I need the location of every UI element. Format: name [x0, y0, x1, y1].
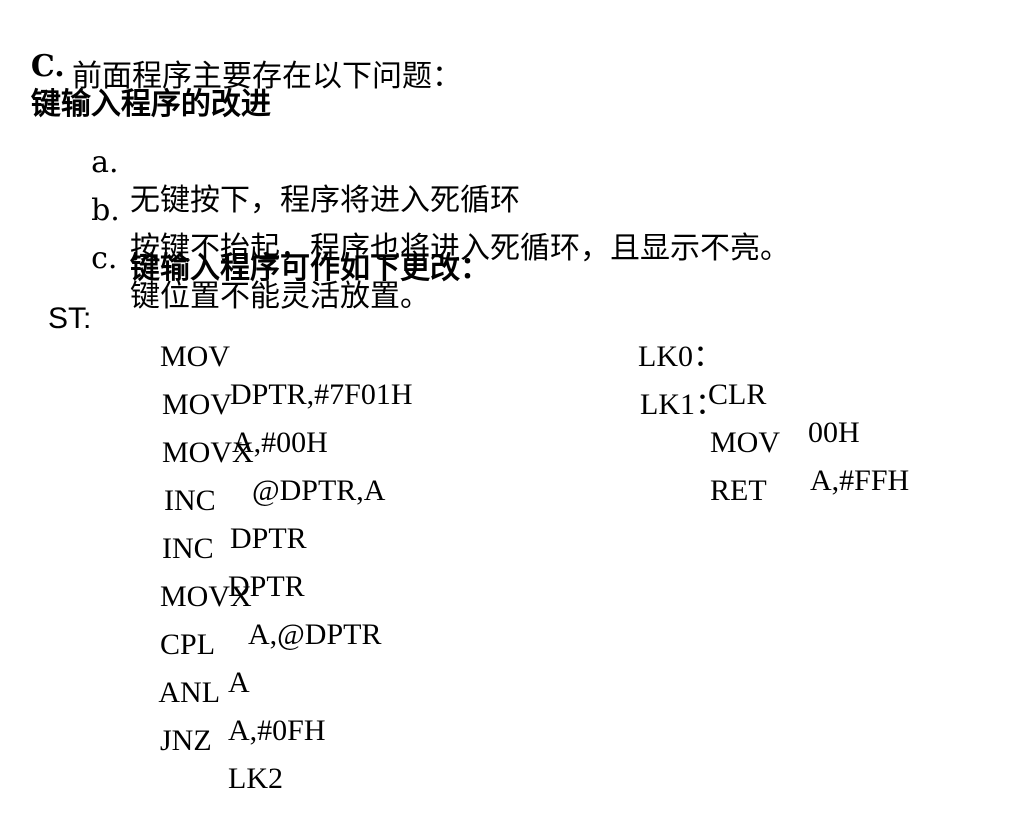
- code-line: RET: [610, 396, 767, 586]
- code-opcode: MOV: [160, 340, 231, 373]
- problem-text: 按键不抬起，程序也将进入死循环，且显示不亮。: [130, 231, 790, 266]
- code-line: MOVX @DPTR,A: [132, 396, 385, 548]
- code-line: JNZ LK2: [130, 684, 283, 836]
- code-line: ANL A,#0FH: [130, 636, 325, 788]
- code-label: LK0：: [638, 340, 723, 373]
- code-opcode: CLR: [708, 378, 767, 411]
- code-opcode: RET: [710, 474, 767, 507]
- problem-marker: b.: [91, 193, 120, 228]
- section-marker: C.: [30, 49, 65, 84]
- code-operand: LK2: [228, 762, 283, 795]
- code-label: LK1：: [640, 388, 725, 421]
- code-line: CPL A: [130, 588, 250, 740]
- problem-item-a: a. 无键按下，程序将进入死循环: [72, 106, 520, 220]
- code-operand: A: [228, 666, 250, 699]
- code-opcode: INC: [164, 484, 216, 517]
- code-operand: 00H: [808, 416, 860, 449]
- code-operand: A,#00H: [232, 426, 328, 459]
- problem-text: 键位置不能灵活放置。: [130, 279, 430, 314]
- program-label: ST:: [48, 302, 92, 335]
- code-line: MOVX A,@DPTR: [130, 540, 381, 692]
- code-line: MOV A,#00H: [132, 348, 328, 500]
- code-opcode: MOV: [162, 388, 233, 421]
- code-opcode: ANL: [158, 676, 221, 709]
- code-opcode: CPL: [160, 628, 216, 661]
- section-title: 键输入程序的改进: [30, 87, 271, 122]
- problem-marker: a.: [91, 145, 119, 180]
- code-opcode: MOVX: [162, 436, 254, 469]
- problem-text: 无键按下，程序将进入死循环: [130, 183, 520, 218]
- code-operand: DPTR: [230, 522, 307, 555]
- code-line: MOV DPTR,#7F01H: [130, 300, 413, 452]
- code-operand: DPTR: [228, 570, 305, 603]
- problem-marker: c.: [91, 241, 118, 276]
- section-heading: C. 键输入程序的改进: [10, 10, 271, 124]
- code-opcode: INC: [162, 532, 214, 565]
- code-line: INC DPTR: [134, 444, 307, 596]
- code-operand: A,#FFH: [810, 464, 910, 497]
- code-operand: A,#0FH: [228, 714, 326, 747]
- code-operand: DPTR,#7F01H: [230, 378, 413, 411]
- code-opcode: JNZ: [160, 724, 212, 757]
- code-line: INC DPTR: [132, 492, 305, 644]
- code-line: LK0： CLR 00H: [608, 300, 860, 490]
- intro-text: 前面程序主要存在以下问题：: [72, 59, 462, 94]
- problem-item-b: b. 按键不抬起，程序也将进入死循环，且显示不亮。: [72, 154, 790, 268]
- change-heading: 键输入程序可作如下更改：: [130, 251, 490, 286]
- code-opcode: MOVX: [160, 580, 252, 613]
- code-opcode: MOV: [710, 426, 781, 459]
- code-line: LK1： MOV A,#FFH: [610, 348, 909, 538]
- problem-item-c: c. 键位置不能灵活放置。: [72, 202, 430, 316]
- code-operand: A,@DPTR: [248, 618, 382, 651]
- code-operand: @DPTR,A: [252, 474, 386, 507]
